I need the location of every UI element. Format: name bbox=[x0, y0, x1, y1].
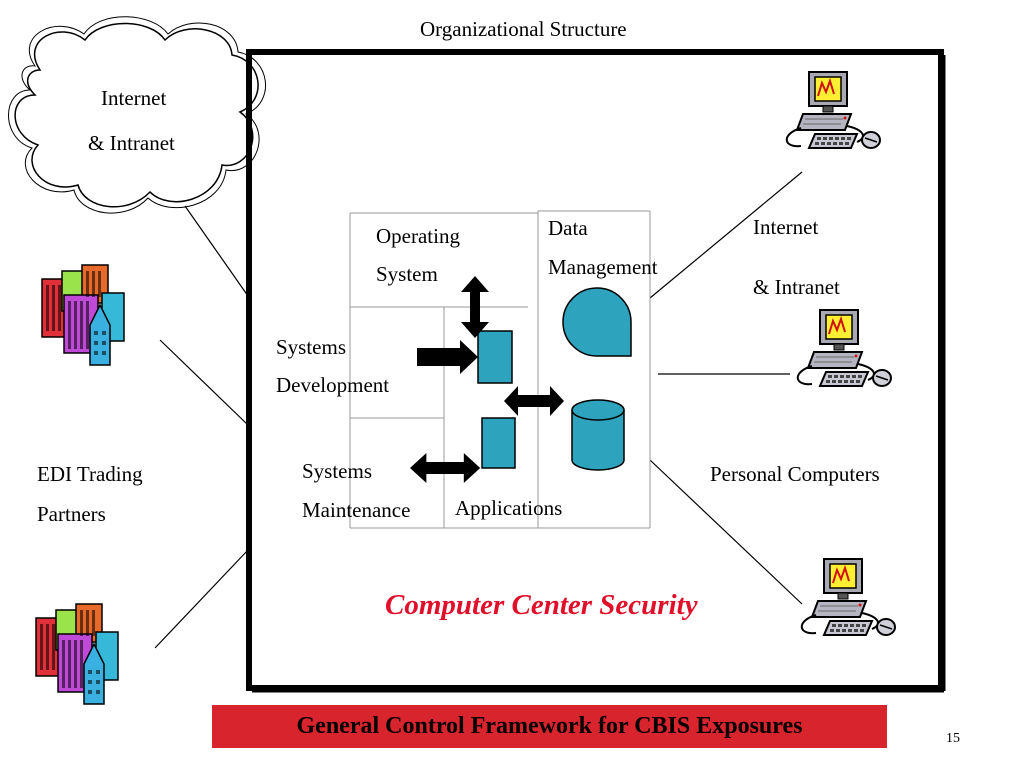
arrow-sm-double bbox=[410, 453, 481, 483]
os-label-line2: System bbox=[376, 262, 438, 286]
footer-banner-text: General Control Framework for CBIS Expos… bbox=[296, 713, 803, 739]
cloud-label-line2: & Intranet bbox=[88, 131, 175, 155]
internet-cloud-icon bbox=[8, 16, 267, 214]
sm-label-line1: Systems bbox=[302, 459, 373, 483]
personal-computer-icon bbox=[785, 71, 881, 149]
edi-label-line2: Partners bbox=[37, 502, 106, 526]
cloud-label-line1: Internet bbox=[101, 86, 167, 110]
personal-computer-icon bbox=[800, 558, 896, 636]
edi-partner-building-icon bbox=[41, 264, 125, 366]
dm-label-line1: Data bbox=[548, 216, 588, 240]
arrow-os-vertical bbox=[461, 276, 489, 338]
sd-label-line1: Systems bbox=[276, 335, 347, 359]
dm-label-line2: Management bbox=[548, 255, 658, 279]
computer-center-security-label: Computer Center Security bbox=[385, 589, 698, 621]
database-cylinder-icon bbox=[571, 399, 625, 471]
sm-label-line2: Maintenance bbox=[302, 498, 411, 522]
edi-partner-building-icon bbox=[35, 603, 119, 705]
program-block-lower bbox=[481, 417, 516, 469]
applications-label: Applications bbox=[455, 496, 563, 520]
data-storage-icon bbox=[562, 287, 632, 357]
footer-banner: General Control Framework for CBIS Expos… bbox=[212, 705, 887, 748]
computer-center-frame bbox=[246, 49, 944, 691]
page-number: 15 bbox=[946, 731, 960, 746]
right-internet-label-line1: Internet bbox=[753, 215, 819, 239]
right-internet-label-line2: & Intranet bbox=[753, 275, 840, 299]
personal-computers-label: Personal Computers bbox=[710, 462, 880, 486]
arrow-sd-right bbox=[417, 340, 478, 374]
os-label-line1: Operating bbox=[376, 224, 460, 248]
personal-computer-icon bbox=[796, 309, 892, 387]
sd-label-line2: Development bbox=[276, 373, 390, 397]
section-grid bbox=[349, 210, 651, 529]
program-block-upper bbox=[477, 330, 513, 384]
edi-label-line1: EDI Trading bbox=[37, 462, 143, 486]
connector-lines bbox=[154, 171, 803, 649]
page-title: Organizational Structure bbox=[420, 17, 627, 41]
arrow-apps-data bbox=[504, 386, 564, 416]
